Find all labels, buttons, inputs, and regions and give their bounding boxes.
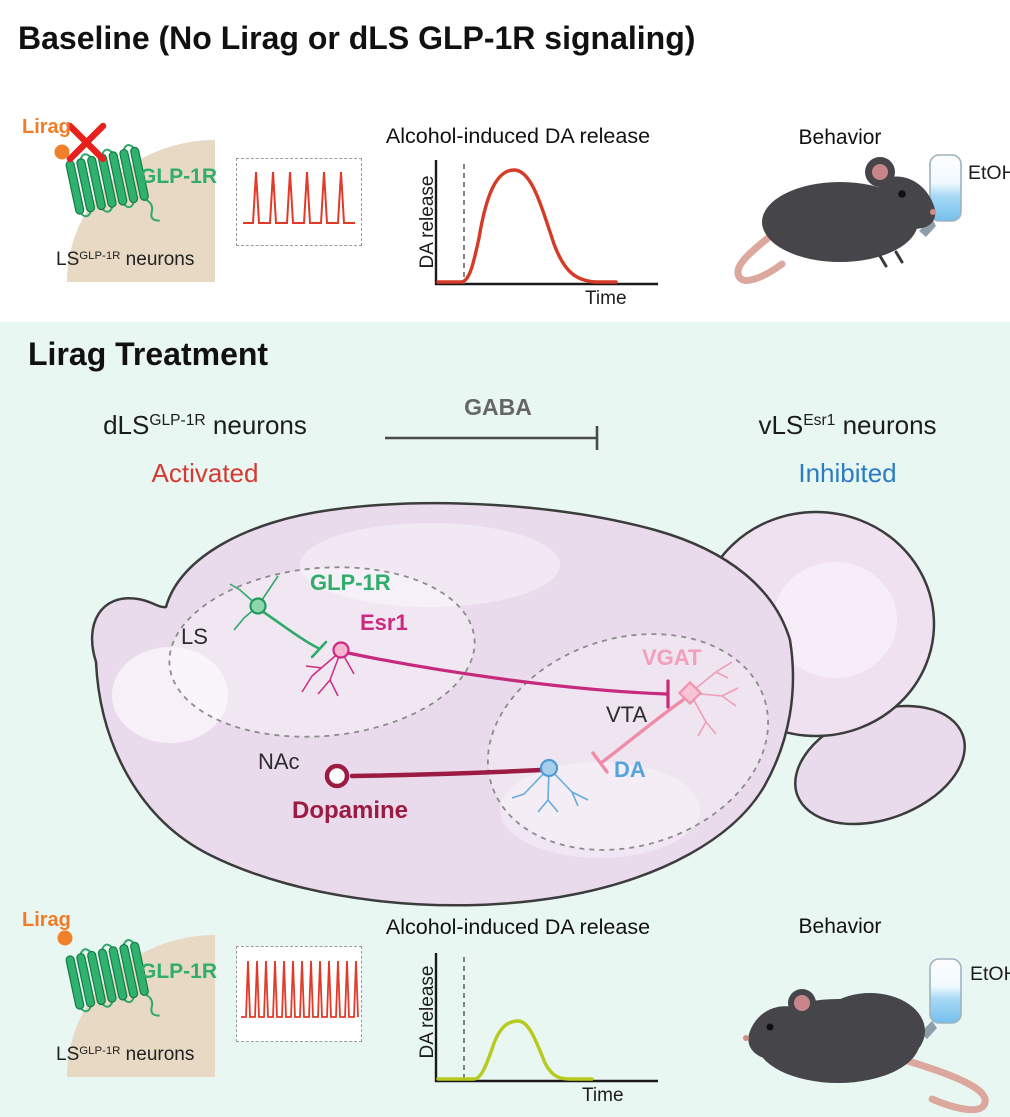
- lirag-ligand-dot: [57, 930, 73, 946]
- dls-neurons-label: dLSGLP-1R neurons: [103, 410, 307, 440]
- baseline-chart-ylabel: DA release: [417, 175, 439, 269]
- baseline-receptor-group: Lirag GLP-1R LSGLP-1R neurons: [15, 112, 235, 297]
- vls-neurons-block: vLSEsr1 neurons Inhibited: [710, 410, 985, 489]
- treatment-chart-plot: [434, 953, 658, 1083]
- baseline-chart-xlabel: Time: [585, 288, 627, 309]
- baseline-etoh-label: EtOH: [968, 162, 1010, 184]
- baseline-receptor-graphic: [54, 122, 215, 282]
- treatment-spike-train: [241, 960, 359, 1018]
- gaba-label: GABA: [464, 394, 532, 420]
- axes: [434, 953, 658, 1083]
- mouse-eye: [766, 1023, 774, 1031]
- axes: [434, 160, 658, 286]
- membrane-wedge: [67, 935, 215, 1077]
- baseline-title: Baseline (No Lirag or dLS GLP-1R signali…: [18, 20, 696, 56]
- dls-neurons-block: dLSGLP-1R neurons Activated: [55, 410, 355, 489]
- ls-neurons-label: LSGLP-1R neurons: [56, 249, 195, 270]
- dopamine-label: Dopamine: [292, 797, 409, 824]
- gaba-inhibitory-line: [385, 426, 599, 450]
- treatment-behavior-title: Behavior: [798, 915, 882, 938]
- treatment-behavior-graphic: [743, 958, 989, 1114]
- baseline-behavior-graphic: [734, 154, 962, 284]
- mouse-head: [748, 1006, 816, 1061]
- mouse-turned-away: [743, 989, 989, 1114]
- vta-region-label: VTA: [606, 702, 648, 727]
- brain-glp1r-label: GLP-1R: [310, 570, 391, 595]
- treatment-chart: Alcohol-induced DA release DA release Ti…: [362, 905, 674, 1117]
- da-label: DA: [614, 757, 646, 782]
- treatment-spike-box: [236, 946, 362, 1042]
- glp1r-label: GLP-1R: [140, 165, 218, 188]
- lirag-label: Lirag: [22, 116, 71, 138]
- mouse-eye: [898, 190, 906, 198]
- lirag-label: Lirag: [22, 909, 71, 931]
- vls-neurons-label: vLSEsr1 neurons: [758, 410, 937, 440]
- nac-label: NAc: [258, 749, 300, 774]
- vls-state-label: Inhibited: [798, 458, 897, 488]
- treatment-etoh-label: EtOH: [970, 963, 1010, 985]
- baseline-chart-title: Alcohol-induced DA release: [385, 124, 651, 148]
- baseline-spike-box: [236, 158, 362, 246]
- treatment-chart-title: Alcohol-induced DA release: [385, 915, 651, 939]
- mouse-head: [874, 176, 936, 230]
- vgat-label: VGAT: [642, 645, 702, 670]
- ls-neurons-label: LSGLP-1R neurons: [56, 1044, 195, 1065]
- mouse-drinking: [734, 157, 936, 284]
- baseline-chart-plot: [434, 160, 658, 286]
- glp1r-label: GLP-1R: [140, 960, 218, 983]
- lirag-ligand-dot: [54, 144, 70, 160]
- mouse-paws: [878, 250, 904, 268]
- treatment-chart-xlabel: Time: [582, 1085, 624, 1106]
- baseline-chart: Alcohol-induced DA release DA release Ti…: [362, 112, 674, 320]
- ls-region-label: LS: [181, 624, 208, 649]
- da-release-curve: [436, 1019, 594, 1081]
- gaba-block: GABA: [383, 394, 613, 455]
- treatment-behavior: Behavior EtOH: [730, 905, 1010, 1117]
- mouse-tail: [904, 1057, 989, 1114]
- etoh-bottle: [920, 958, 962, 1039]
- mouse-ear-inner: [872, 164, 888, 180]
- baseline-spike-train: [243, 171, 355, 224]
- baseline-behavior: Behavior EtOH: [730, 112, 1010, 322]
- mouse-nose: [930, 209, 936, 215]
- mouse-haunch: [815, 993, 925, 1069]
- dls-state-label: Activated: [151, 458, 259, 488]
- mouse-tail: [734, 234, 786, 284]
- mouse-ear-inner: [794, 995, 810, 1011]
- blocked-x-icon: [66, 122, 107, 163]
- glp1r-receptor-coil: [65, 939, 160, 1017]
- brain-esr1-label: Esr1: [360, 610, 408, 635]
- treatment-receptor-graphic: [57, 930, 215, 1077]
- mouse-nose: [743, 1035, 749, 1041]
- treatment-chart-ylabel: DA release: [417, 965, 439, 1059]
- da-release-curve: [436, 168, 618, 284]
- treatment-receptor-group: Lirag GLP-1R LSGLP-1R neurons: [15, 905, 235, 1090]
- membrane-wedge: [67, 140, 215, 282]
- treatment-title: Lirag Treatment: [28, 336, 269, 372]
- baseline-behavior-title: Behavior: [798, 126, 882, 149]
